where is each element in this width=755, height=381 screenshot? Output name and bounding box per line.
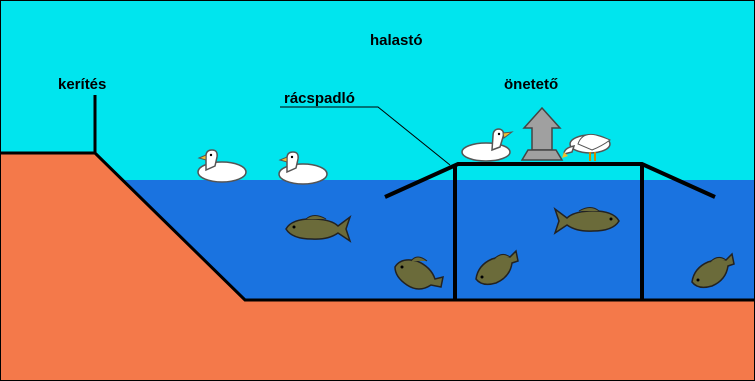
pond-label: halastó [370,32,423,49]
grid-floor-label: rácspadló [284,90,355,107]
feeder-label: önetető [504,76,558,93]
fence-label: kerítés [58,76,106,93]
